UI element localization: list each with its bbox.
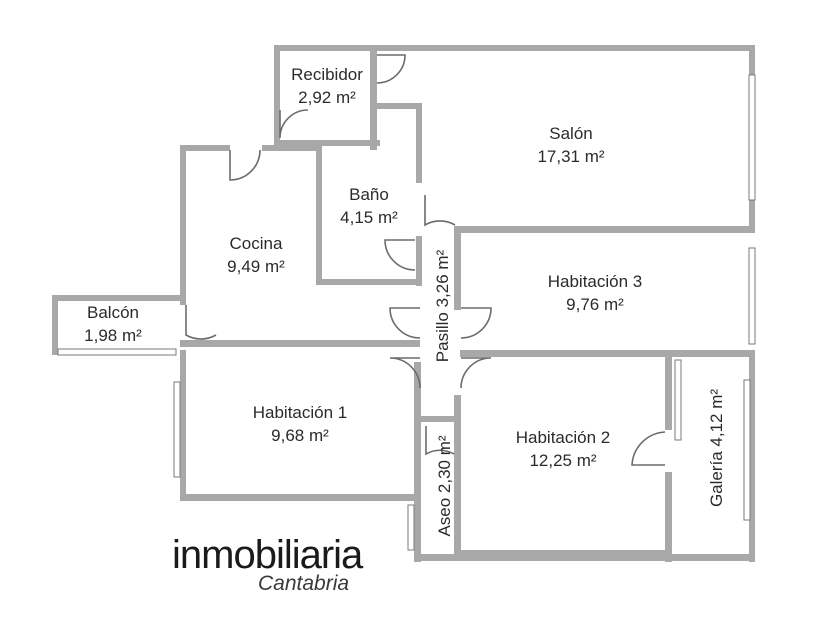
window — [407, 504, 415, 551]
wall — [665, 472, 672, 562]
door-swing — [229, 149, 261, 181]
door-swing — [631, 431, 666, 466]
doors — [185, 54, 666, 466]
wall — [416, 236, 422, 286]
wall — [420, 416, 460, 422]
wall — [52, 295, 186, 301]
room-name-salon: Salón — [549, 124, 592, 143]
wall — [460, 226, 755, 233]
wall — [274, 140, 380, 146]
wall — [274, 45, 380, 51]
room-area-cocina: 9,49 m² — [227, 257, 285, 276]
logo-sub-text: Cantabria — [258, 572, 349, 595]
door-swing — [279, 109, 309, 139]
room-area-balcon: 1,98 m² — [84, 326, 142, 345]
window — [57, 348, 177, 356]
room-area-habitacion-3: 9,76 m² — [566, 295, 624, 314]
room-labels: Recibidor 2,92 m² Salón 17,31 m² Baño 4,… — [84, 65, 726, 537]
room-label-aseo: Aseo 2,30 m² — [435, 435, 454, 536]
wall — [316, 279, 422, 285]
wall — [414, 362, 421, 562]
room-area-habitacion-1: 9,68 m² — [271, 426, 329, 445]
wall — [416, 103, 422, 183]
wall — [414, 554, 755, 561]
wall — [180, 350, 186, 500]
room-name-habitacion-2: Habitación 2 — [516, 428, 611, 447]
room-name-bano: Baño — [349, 185, 389, 204]
door-swing — [389, 307, 421, 339]
wall — [180, 494, 420, 501]
room-label-galeria: Galería 4,12 m² — [707, 389, 726, 507]
wall — [262, 145, 320, 151]
door-swing — [376, 54, 406, 84]
windows — [57, 74, 756, 551]
door-swing — [424, 195, 456, 227]
wall — [370, 45, 377, 150]
door-swing — [185, 305, 217, 340]
wall — [52, 295, 58, 355]
wall — [454, 226, 461, 310]
wall — [665, 350, 672, 430]
room-area-recibidor: 2,92 m² — [298, 88, 356, 107]
wall — [274, 45, 280, 145]
room-label-pasillo: Pasillo 3,26 m² — [433, 249, 452, 362]
wall — [454, 395, 461, 560]
window — [173, 381, 181, 478]
wall — [180, 145, 230, 151]
wall — [460, 550, 672, 556]
door-swing — [460, 307, 492, 339]
window — [743, 379, 751, 521]
room-name-recibidor: Recibidor — [291, 65, 363, 84]
room-name-cocina: Cocina — [230, 234, 283, 253]
wall — [749, 350, 755, 562]
wall — [316, 145, 322, 285]
logo-main-text: inmobiliaria — [172, 533, 364, 577]
walls — [52, 45, 755, 562]
wall — [180, 340, 420, 347]
door-swing — [389, 357, 421, 389]
window — [674, 359, 682, 441]
door-swing — [384, 239, 416, 271]
wall — [460, 350, 755, 357]
room-area-salon: 17,31 m² — [537, 147, 604, 166]
wall — [377, 103, 422, 109]
room-area-bano: 4,15 m² — [340, 208, 398, 227]
window — [748, 74, 756, 201]
door-swing — [460, 357, 492, 389]
wall — [377, 45, 755, 51]
window — [748, 247, 756, 345]
room-name-habitacion-3: Habitación 3 — [548, 272, 643, 291]
room-name-balcon: Balcón — [87, 303, 139, 322]
room-area-habitacion-2: 12,25 m² — [529, 451, 596, 470]
wall — [180, 145, 186, 305]
company-logo: inmobiliaria Cantabria — [172, 533, 365, 595]
room-name-habitacion-1: Habitación 1 — [253, 403, 348, 422]
door-swing — [425, 426, 455, 456]
